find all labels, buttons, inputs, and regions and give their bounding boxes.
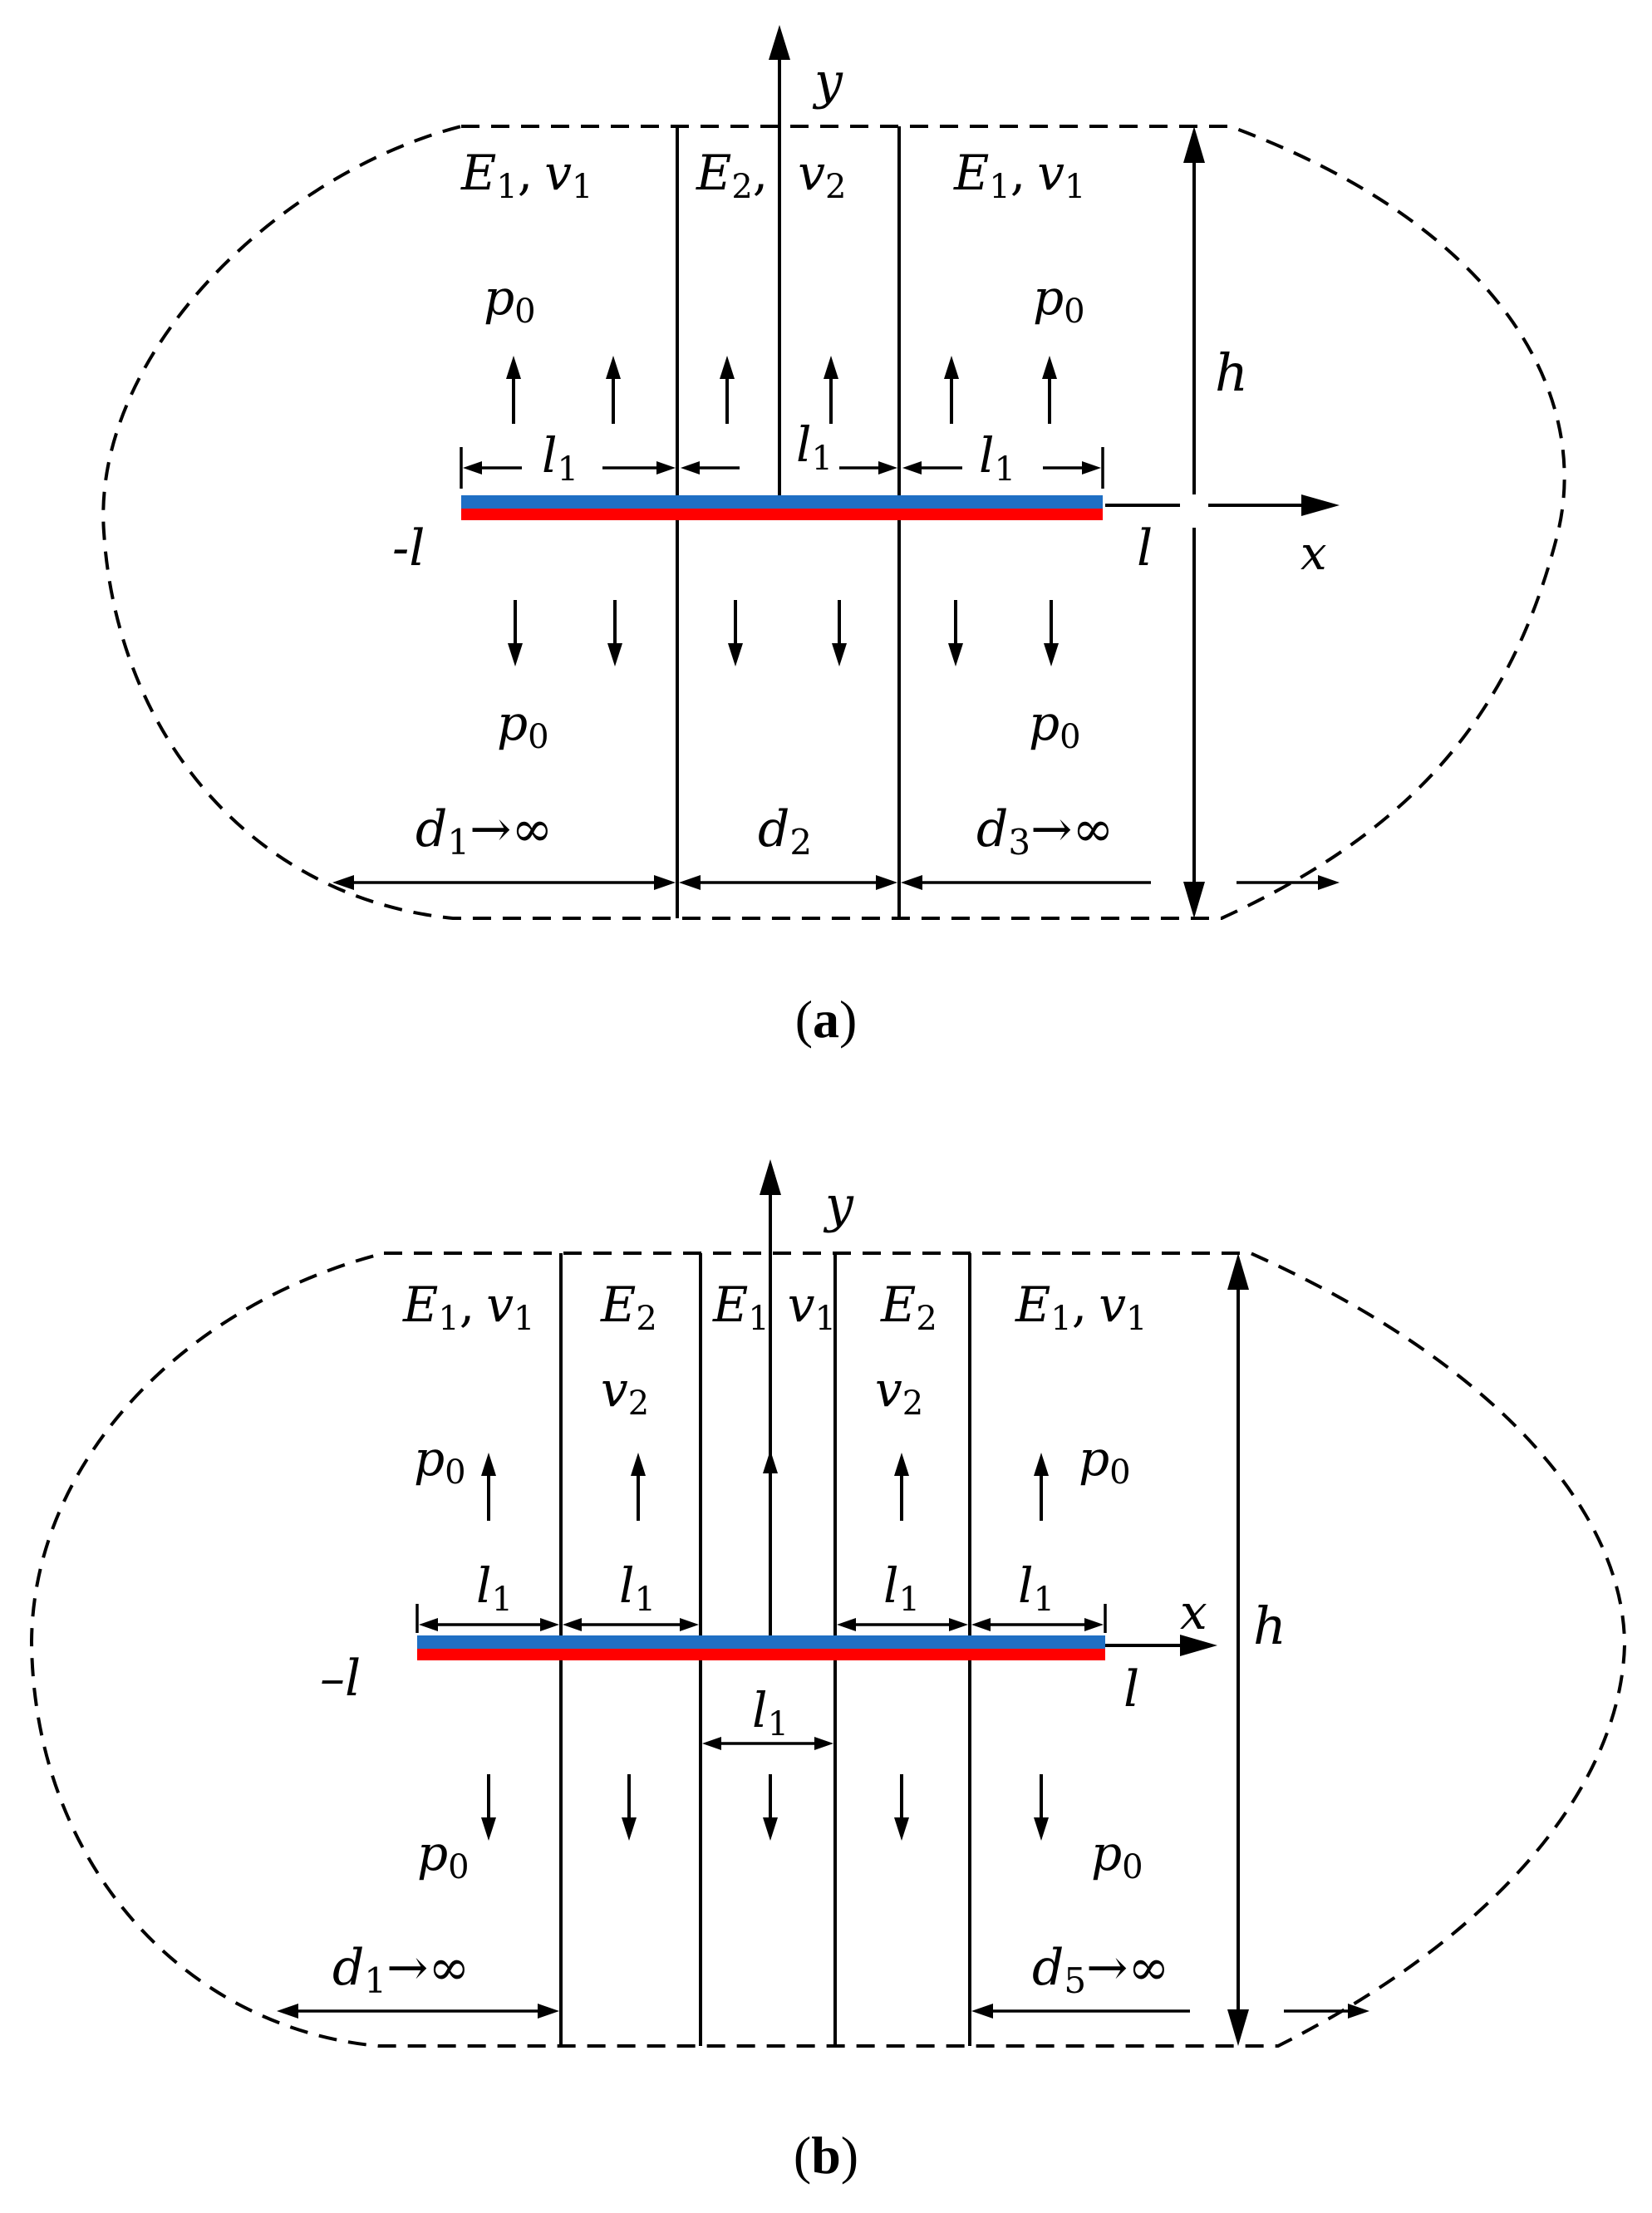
x-axis-label-b: x xyxy=(1180,1584,1207,1640)
svg-text:v2: v2 xyxy=(875,1361,923,1423)
material-label-left-a: E1,v1 xyxy=(460,145,592,206)
load-label-top-right-b: p0 xyxy=(1079,1430,1131,1492)
crack-segment-label-5-b: l1 xyxy=(752,1682,789,1743)
load-arrows-up-b xyxy=(481,1450,1049,1521)
load-label-bottom-right-b: p0 xyxy=(1091,1825,1143,1886)
panel-caption-a: (a) xyxy=(795,990,858,1049)
y-axis-label-b: y xyxy=(823,1176,854,1234)
crack-segment-dimensions-b xyxy=(415,1604,1107,1750)
material-label-right-a: E1,v1 xyxy=(953,145,1085,206)
x-axis-label-a: x xyxy=(1300,527,1327,581)
material-label-5-b: E1,v1 xyxy=(1015,1276,1147,1338)
height-label-b: h xyxy=(1253,1596,1286,1656)
crack-top-layer-a xyxy=(461,495,1103,509)
height-arrowhead-bottom-b xyxy=(1227,2009,1249,2046)
material-label-2-b: E2 v2 xyxy=(600,1276,657,1423)
width-label-1-a: d1→∞ xyxy=(415,800,553,863)
crack-tip-right-b: l xyxy=(1123,1660,1139,1719)
crack-tip-left-a: -l xyxy=(392,519,425,578)
load-label-bottom-left-b: p0 xyxy=(417,1825,470,1886)
height-arrowhead-top-a xyxy=(1183,126,1205,163)
boundary-outline-b xyxy=(29,1252,1627,2048)
load-arrows-up-a xyxy=(506,356,1057,424)
crack-segment-label-3-a: l1 xyxy=(979,427,1015,489)
crack-bottom-layer-a xyxy=(461,509,1103,520)
crack-tip-right-a: l xyxy=(1137,519,1153,578)
height-label-a: h xyxy=(1215,342,1248,403)
x-axis-arrowhead-b xyxy=(1180,1635,1217,1656)
material-label-center-a: E2,v2 xyxy=(696,145,846,206)
crack-segment-dimensions-a xyxy=(460,447,1104,489)
load-label-top-left-b: p0 xyxy=(414,1430,466,1492)
width-label-5-b: d5→∞ xyxy=(1032,1939,1169,2001)
load-arrows-down-b xyxy=(481,1774,1049,1841)
height-line-gap-a xyxy=(1180,494,1208,528)
width-label-3-a: d3→∞ xyxy=(976,800,1114,863)
panel-a: y x E1,v1 E2,v2 E1,v1 p0 p0 p0 p0 l1 l1 … xyxy=(101,25,1566,1049)
height-arrowhead-bottom-a xyxy=(1183,882,1205,918)
svg-text:E2: E2 xyxy=(600,1276,657,1338)
crack-segment-label-1-b: l1 xyxy=(476,1557,513,1619)
crack-segment-label-3-b: l1 xyxy=(883,1557,920,1619)
y-axis-arrowhead-a xyxy=(769,25,790,60)
crack-segment-label-1-a: l1 xyxy=(542,427,578,489)
width-label-2-a: d2 xyxy=(758,800,812,863)
boundary-outline-a xyxy=(101,125,1566,920)
crack-segment-label-4-b: l1 xyxy=(1018,1557,1055,1619)
material-label-1-b: E1,v1 xyxy=(402,1276,534,1338)
material-label-4-b: E2 v2 xyxy=(875,1276,937,1423)
crack-segment-label-2-a: l1 xyxy=(796,416,833,478)
y-axis-label-a: y xyxy=(812,52,843,111)
width-dimensions-b xyxy=(277,2004,1369,2019)
load-arrows-down-a xyxy=(508,600,1059,666)
x-axis-arrowhead-a xyxy=(1301,494,1340,516)
crack-segment-label-2-b: l1 xyxy=(619,1557,656,1619)
panel-caption-b: (b) xyxy=(794,2126,858,2185)
crack-top-layer-b xyxy=(417,1635,1105,1649)
load-label-bottom-right-a: p0 xyxy=(1029,695,1081,756)
y-axis-arrowhead-b xyxy=(760,1159,781,1195)
crack-tip-left-b: –l xyxy=(320,1650,361,1708)
svg-text:v2: v2 xyxy=(601,1361,649,1423)
load-label-top-left-a: p0 xyxy=(484,269,536,331)
height-arrowhead-top-b xyxy=(1227,1253,1249,1290)
width-label-1-b: d1→∞ xyxy=(332,1939,470,2001)
crack-bottom-layer-b xyxy=(417,1649,1105,1660)
load-label-top-right-a: p0 xyxy=(1033,269,1085,331)
width-dimensions-a xyxy=(332,875,1340,890)
load-label-bottom-left-a: p0 xyxy=(497,695,549,756)
svg-text:E2: E2 xyxy=(880,1276,937,1338)
